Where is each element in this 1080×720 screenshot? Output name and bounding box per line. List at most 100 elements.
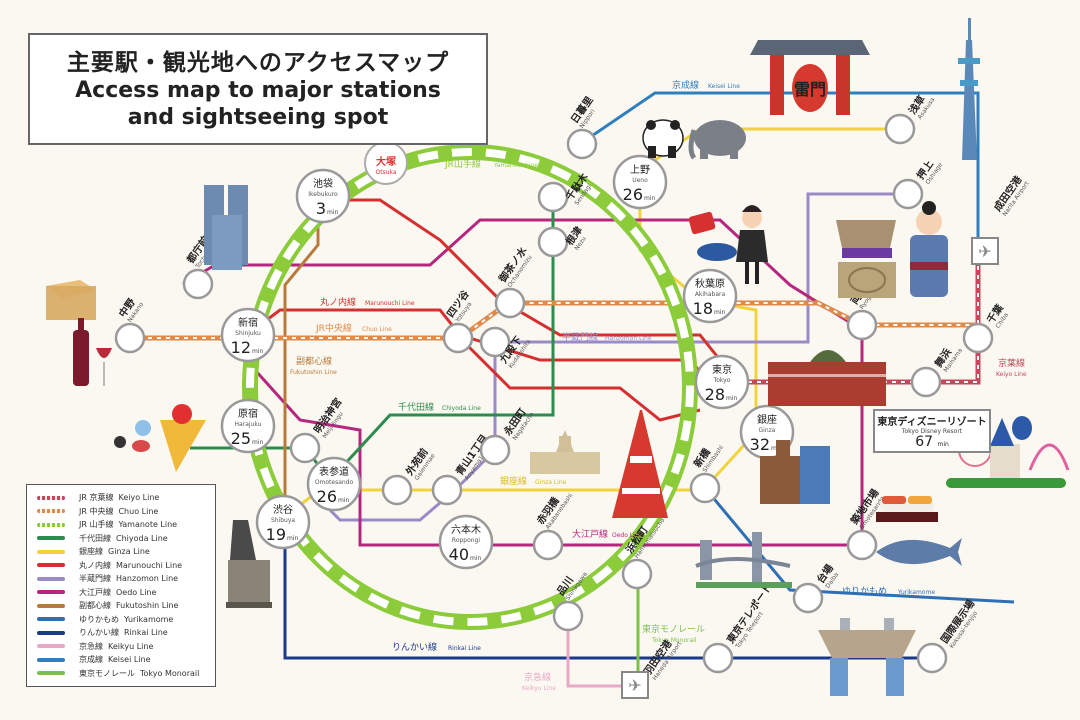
legend-label-en: Marunouchi Line (116, 560, 183, 570)
station-marker[interactable] (220, 398, 276, 454)
legend-label-jp: 副都心線 (79, 601, 111, 611)
haneda-airport-marker[interactable]: ✈ (621, 671, 649, 699)
station-name-jp: 池袋 (313, 177, 333, 190)
station-marker[interactable] (702, 642, 734, 674)
station-marker[interactable] (962, 322, 994, 354)
station-minutes: 18 (693, 299, 713, 318)
station-marker[interactable] (220, 307, 276, 363)
station-marker[interactable] (182, 268, 214, 300)
station-marker[interactable] (916, 642, 948, 674)
hanzomon-line (308, 192, 913, 522)
station-marker[interactable] (689, 472, 721, 504)
station-marker[interactable] (694, 354, 750, 410)
station-marker[interactable] (537, 226, 569, 258)
station-minutes-unit: min (644, 195, 656, 202)
narita-airport-marker[interactable]: ✈ (971, 237, 999, 265)
svg-text:Yamanote Line: Yamanote Line (493, 162, 538, 169)
station-marker[interactable] (306, 456, 362, 512)
station-marker[interactable] (431, 474, 463, 506)
panda-icon (642, 119, 684, 158)
station-name-jp: 原宿 (238, 407, 258, 420)
kaminarimon-gate-icon: 雷門 (750, 40, 870, 115)
svg-text:Rinkai Line: Rinkai Line (448, 645, 481, 652)
station-marker[interactable] (442, 322, 474, 354)
station-marker[interactable] (494, 287, 526, 319)
station-otsuka[interactable]: 大塚 Otsuka (364, 141, 408, 185)
station-marker[interactable] (552, 600, 584, 632)
station-marker[interactable] (532, 529, 564, 561)
station-marker[interactable] (537, 181, 569, 213)
svg-text:Marunouchi Line: Marunouchi Line (365, 300, 415, 307)
station-minutes: 40 (449, 545, 469, 564)
legend-label-en: Ginza Line (108, 547, 150, 557)
station-marker[interactable] (682, 268, 738, 324)
station-marker[interactable] (438, 514, 494, 570)
station-marker[interactable] (846, 529, 878, 561)
station-marker[interactable] (479, 326, 511, 358)
station-marker[interactable] (295, 168, 351, 224)
station-marker[interactable] (910, 366, 942, 398)
legend-label-en: Yamanote Line (118, 520, 178, 530)
station-marker[interactable] (892, 178, 924, 210)
station-marker[interactable] (255, 494, 311, 550)
station-marker[interactable] (792, 582, 824, 614)
station-marker[interactable] (479, 434, 511, 466)
station-marker[interactable] (114, 322, 146, 354)
legend-label-en: Rinkai Line (124, 628, 168, 638)
station-marker[interactable] (612, 154, 668, 210)
disney-resort-callout[interactable]: 東京ディズニーリゾート Tokyo Disney Resort 67 min (873, 409, 991, 453)
station-marker[interactable] (381, 474, 413, 506)
station-marker[interactable] (884, 113, 916, 145)
station-marker[interactable] (566, 128, 598, 160)
station-marker[interactable] (846, 309, 878, 341)
station-marker[interactable] (621, 558, 653, 590)
tokyo-tower-icon (612, 410, 668, 518)
station-name-en: Ikebukuro (308, 191, 338, 198)
sumo-ring-icon (836, 220, 896, 298)
station-marker[interactable] (289, 432, 321, 464)
station-name-jp: 銀座 (757, 413, 777, 426)
